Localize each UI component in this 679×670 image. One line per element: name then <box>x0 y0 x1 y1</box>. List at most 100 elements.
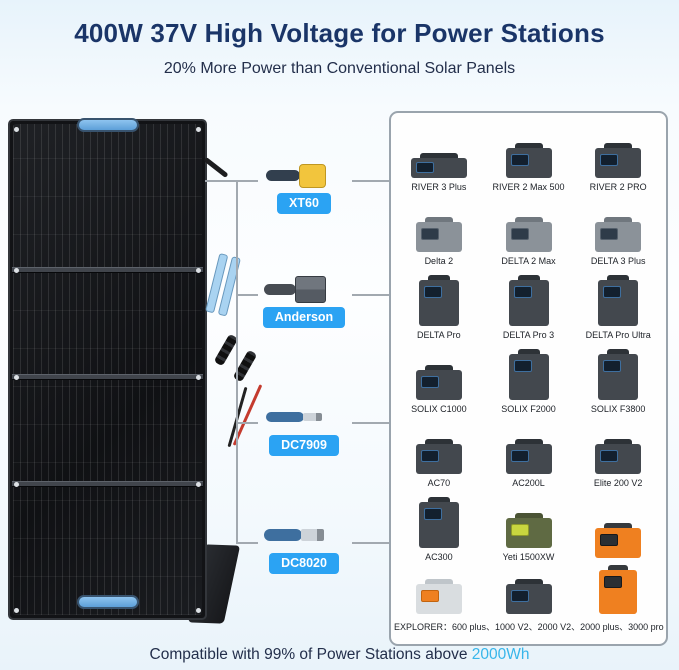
grommet-dot <box>14 608 19 613</box>
power-station-thumbnail <box>508 349 549 400</box>
product-cell: DELTA 3 Plus <box>573 195 663 269</box>
product-label: DELTA Pro <box>416 330 461 340</box>
footer-text: Compatible with 99% of Power Stations ab… <box>0 646 679 664</box>
product-cell <box>573 565 663 617</box>
product-cell: RIVER 2 Max 500 <box>484 121 574 195</box>
grommet-dot <box>196 608 201 613</box>
product-row: AC300 Yeti 1500XW <box>394 491 663 565</box>
power-station-thumbnail <box>508 275 549 326</box>
grommet-dot <box>196 127 201 132</box>
product-cell <box>394 565 484 617</box>
product-label: DELTA 3 Plus <box>590 256 646 266</box>
power-station-thumbnail <box>505 439 552 474</box>
product-label: Elite 200 V2 <box>593 478 643 488</box>
dc7909-plug-icon <box>256 388 352 432</box>
grommet-dot <box>14 482 19 487</box>
product-label: RIVER 3 Plus <box>411 182 467 192</box>
power-station-thumbnail <box>418 497 459 548</box>
product-cell: SOLIX F3800 <box>573 343 663 417</box>
power-station-thumbnail <box>599 565 638 614</box>
box-link-line <box>352 422 389 424</box>
connector-label: DC7909 <box>269 435 339 456</box>
product-label: RIVER 2 Max 500 <box>492 182 565 192</box>
product-label: AC70 <box>427 478 451 488</box>
grommet-dot <box>14 127 19 132</box>
connector-dc7909: DC7909 <box>256 388 352 456</box>
product-label: AC200L <box>512 478 545 488</box>
page-title: 400W 37V High Voltage for Power Stations <box>74 18 605 48</box>
grommet-dot <box>196 482 201 487</box>
product-label: DELTA Pro 3 <box>502 330 555 340</box>
product-label: AC300 <box>425 552 453 562</box>
connector-line <box>236 422 258 424</box>
power-station-thumbnail <box>595 217 642 252</box>
product-cell: SOLIX F2000 <box>484 343 574 417</box>
power-station-thumbnail <box>595 523 642 558</box>
product-row: SOLIX C1000 SOLIX F2000 SOLIX F3800 <box>394 343 663 417</box>
connector-label: DC8020 <box>269 553 339 574</box>
panel-output-cable <box>203 156 229 179</box>
page-subtitle: 20% More Power than Conventional Solar P… <box>163 60 516 77</box>
box-link-line <box>352 180 389 182</box>
dc8020-plug-icon <box>256 506 352 550</box>
power-station-thumbnail <box>505 143 552 178</box>
power-station-thumbnail <box>595 143 642 178</box>
product-label: RIVER 2 PRO <box>589 182 647 192</box>
solar-cells <box>13 124 202 615</box>
product-row: DELTA Pro DELTA Pro 3 DELTA Pro Ultra <box>394 269 663 343</box>
footer-prefix: Compatible with 99% of Power Stations ab… <box>149 646 472 663</box>
panel-fold-divider <box>12 481 203 487</box>
power-station-thumbnail <box>505 217 552 252</box>
product-cell: DELTA 2 Max <box>484 195 574 269</box>
power-station-thumbnail <box>410 153 467 178</box>
product-label: Delta 2 <box>424 256 454 266</box>
power-station-thumbnail <box>415 579 462 614</box>
connector-label: Anderson <box>262 307 346 328</box>
compatibility-panel: RIVER 3 Plus RIVER 2 Max 500 RIVER 2 PRO… <box>389 111 668 646</box>
connector-trunk-line <box>236 180 238 544</box>
product-cell: Delta 2 <box>394 195 484 269</box>
anderson-plug-icon <box>256 260 352 304</box>
connector-label: XT60 <box>277 193 331 214</box>
product-row: AC70 AC200L Elite 200 V2 <box>394 417 663 491</box>
connector-line <box>205 180 258 182</box>
power-station-thumbnail <box>598 349 639 400</box>
power-station-thumbnail <box>418 275 459 326</box>
connector-line <box>236 542 258 544</box>
product-cell <box>484 565 574 617</box>
product-cell: SOLIX C1000 <box>394 343 484 417</box>
product-label: DELTA Pro Ultra <box>585 330 651 340</box>
power-station-thumbnail <box>415 439 462 474</box>
product-cell: AC70 <box>394 417 484 491</box>
product-cell: AC200L <box>484 417 574 491</box>
connector-anderson: Anderson <box>256 260 352 328</box>
product-row: RIVER 3 Plus RIVER 2 Max 500 RIVER 2 PRO <box>394 121 663 195</box>
product-row: Delta 2 DELTA 2 Max DELTA 3 Plus <box>394 195 663 269</box>
connector-xt60: XT60 <box>256 146 352 214</box>
box-link-line <box>352 294 389 296</box>
product-cell: Yeti 1500XW <box>484 491 574 565</box>
product-cell: DELTA Pro <box>394 269 484 343</box>
panel-fold-divider <box>12 374 203 380</box>
grommet-dot <box>196 375 201 380</box>
product-cell: RIVER 2 PRO <box>573 121 663 195</box>
panel-handle-bottom <box>76 595 139 609</box>
power-station-thumbnail <box>595 439 642 474</box>
product-cell: DELTA Pro 3 <box>484 269 574 343</box>
product-label: SOLIX F3800 <box>590 404 646 414</box>
explorer-row <box>394 565 663 617</box>
footer-highlight: 2000Wh <box>471 646 530 663</box>
product-cell <box>573 491 663 565</box>
product-cell: AC300 <box>394 491 484 565</box>
solar-panel-image <box>8 118 207 620</box>
product-label: SOLIX C1000 <box>411 404 467 414</box>
product-label: DELTA 2 Max <box>501 256 556 266</box>
xt60-plug-icon <box>256 146 352 190</box>
product-label: Yeti 1500XW <box>502 552 555 562</box>
grommet-dot <box>14 375 19 380</box>
mc4-connector <box>213 333 239 367</box>
explorer-caption: EXPLORER：600 plus、1000 V2、2000 V2、2000 p… <box>394 622 664 632</box>
panel-fold-divider <box>12 267 203 273</box>
connector-dc8020: DC8020 <box>256 506 352 574</box>
power-station-thumbnail <box>505 513 552 548</box>
